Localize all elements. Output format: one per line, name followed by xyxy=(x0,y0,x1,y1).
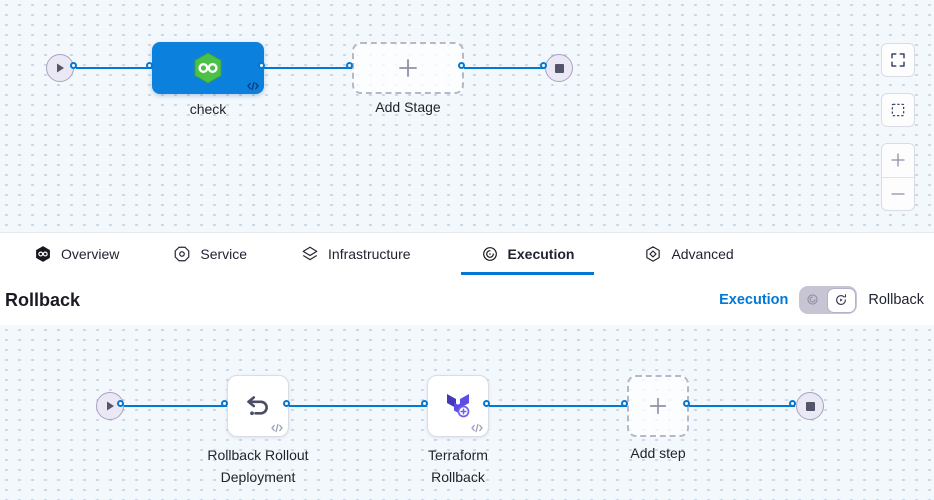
connector-port[interactable] xyxy=(483,400,490,407)
rollback-section-header: Rollback Execution Rollback xyxy=(0,275,934,325)
mode-rollback-label[interactable]: Rollback xyxy=(868,292,924,308)
stage-config-tabbar: Overview Service Infrastructure Executio… xyxy=(0,233,934,275)
harness-logo-icon xyxy=(36,246,50,262)
connector-edge xyxy=(76,67,152,69)
tab-label: Overview xyxy=(61,246,120,262)
connector-port[interactable] xyxy=(283,400,290,407)
connector-edge xyxy=(489,405,627,407)
connector-port[interactable] xyxy=(346,62,353,69)
execution-rollback-switch: Execution Rollback xyxy=(719,286,924,314)
step-label: Rollback Rollout Deployment xyxy=(207,447,309,485)
zoom-out-icon xyxy=(891,193,905,195)
zoom-out-button[interactable] xyxy=(882,178,914,211)
mode-execution-label[interactable]: Execution xyxy=(719,292,789,308)
zoom-in-icon xyxy=(891,153,905,167)
connector-port[interactable] xyxy=(146,62,153,69)
zoom-in-button[interactable] xyxy=(882,144,914,178)
rollback-circular-arrow-icon xyxy=(836,294,847,305)
terraform-logo-icon xyxy=(447,394,470,418)
rollback-end-node[interactable] xyxy=(796,392,824,420)
fullscreen-button[interactable] xyxy=(881,43,915,77)
tab-execution[interactable]: Execution xyxy=(461,233,595,275)
tab-advanced[interactable]: Advanced xyxy=(640,233,737,275)
undo-arrow-icon xyxy=(247,396,268,416)
connector-port[interactable] xyxy=(540,62,547,69)
stage-node-label: check xyxy=(189,101,227,117)
connector-port[interactable] xyxy=(117,400,124,407)
connector-edge xyxy=(689,405,795,407)
zoom-control-group xyxy=(881,143,915,211)
add-step-label: Add step xyxy=(630,445,686,461)
tab-overview[interactable]: Overview xyxy=(30,233,123,275)
tab-label: Infrastructure xyxy=(328,246,411,262)
stage-pipeline-canvas[interactable]: check Add Stage xyxy=(0,0,934,233)
rollback-pipeline-canvas[interactable]: Rollback Rollout Deployment Terraform Ro… xyxy=(0,325,934,500)
marquee-select-button[interactable] xyxy=(881,93,915,127)
execution-mini-icon xyxy=(806,293,819,306)
stop-icon xyxy=(554,63,564,73)
rollback-toggle-knob[interactable] xyxy=(826,287,856,313)
step-node-terraform-rollback[interactable] xyxy=(427,375,489,437)
play-icon xyxy=(57,63,64,73)
tab-label: Service xyxy=(200,246,248,262)
step-node-rollback-rollout-deployment[interactable] xyxy=(227,375,289,437)
connector-port[interactable] xyxy=(70,62,77,69)
connector-edge xyxy=(464,67,546,69)
tab-service[interactable]: Service xyxy=(169,233,251,275)
pipeline-end-node[interactable] xyxy=(545,54,573,82)
plus-icon xyxy=(399,59,417,77)
add-step-button[interactable] xyxy=(627,375,689,437)
section-title: Rollback xyxy=(5,289,81,310)
play-icon xyxy=(107,401,114,411)
tab-infrastructure[interactable]: Infrastructure xyxy=(297,233,414,275)
tab-label: Advanced xyxy=(671,246,734,262)
pipeline-start-node[interactable] xyxy=(46,54,74,82)
code-icon[interactable] xyxy=(471,423,483,433)
connector-edge xyxy=(123,405,227,407)
mode-toggle[interactable] xyxy=(799,286,858,314)
connector-port[interactable] xyxy=(789,400,796,407)
execution-swirl-icon xyxy=(482,247,497,261)
tab-label: Execution xyxy=(507,246,575,262)
stop-icon xyxy=(805,401,815,411)
connector-edge xyxy=(264,67,352,69)
code-icon[interactable] xyxy=(271,423,283,433)
connector-port[interactable] xyxy=(421,400,428,407)
plus-icon xyxy=(649,397,667,415)
code-icon[interactable] xyxy=(247,81,259,91)
connector-port[interactable] xyxy=(458,62,465,69)
marquee-select-icon xyxy=(891,103,905,117)
add-stage-button[interactable] xyxy=(352,42,464,94)
step-label: Terraform Rollback xyxy=(428,447,488,485)
connector-port[interactable] xyxy=(258,62,265,69)
connector-port[interactable] xyxy=(621,400,628,407)
advanced-hexagon-icon xyxy=(646,246,661,262)
connector-edge xyxy=(289,405,427,407)
harness-hexagon-logo xyxy=(194,52,222,84)
connector-port[interactable] xyxy=(683,400,690,407)
service-nut-icon xyxy=(175,246,190,262)
layers-diamond-icon xyxy=(302,246,318,261)
fullscreen-icon xyxy=(891,53,905,67)
stage-node-check[interactable] xyxy=(152,42,264,94)
add-stage-label: Add Stage xyxy=(375,99,441,115)
connector-port[interactable] xyxy=(221,400,228,407)
